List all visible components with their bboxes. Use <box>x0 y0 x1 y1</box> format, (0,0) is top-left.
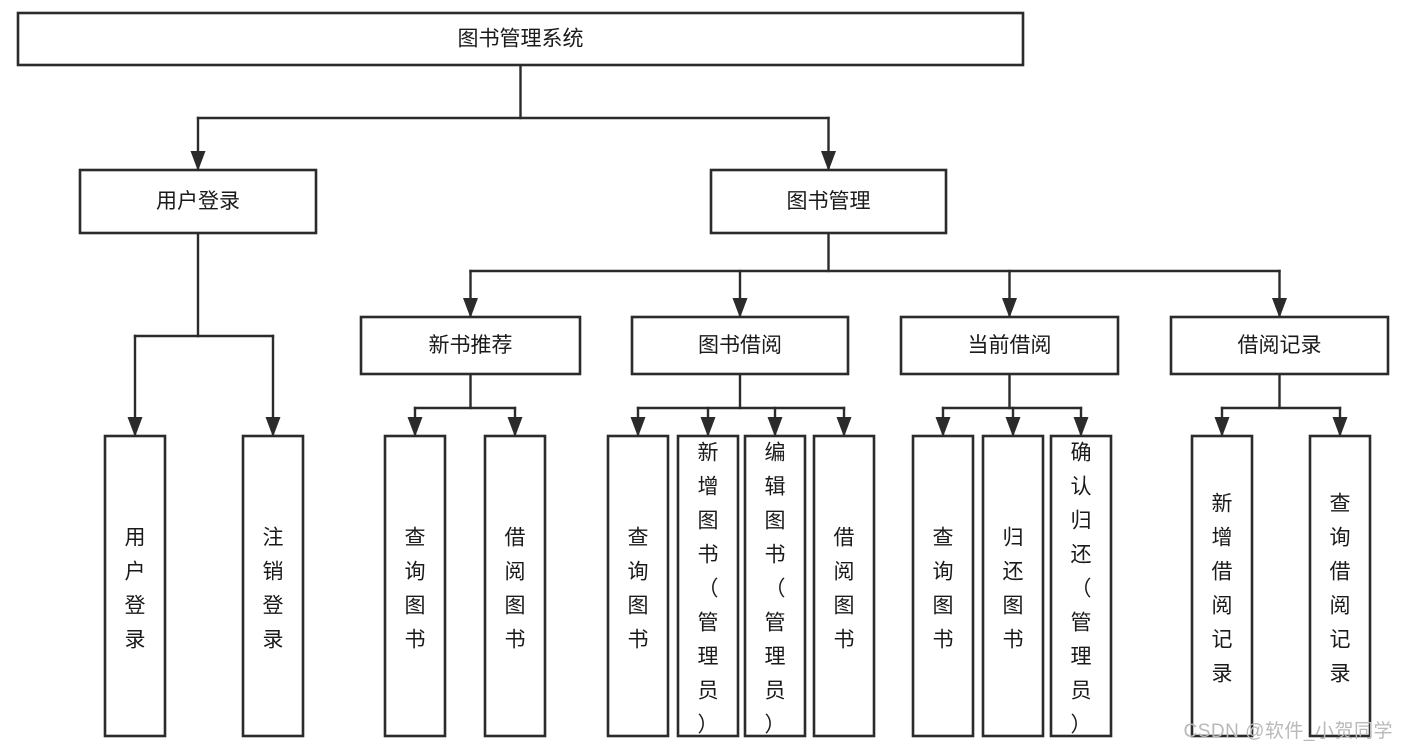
node-label: 借阅图书 <box>834 527 855 652</box>
node-box <box>103 434 167 738</box>
node-box <box>1308 434 1372 738</box>
node-box <box>483 434 547 738</box>
node-leaf-borrow-book-1[interactable]: 借阅图书 <box>483 434 547 738</box>
node-label: 查询图书 <box>933 527 954 652</box>
arrow-head-icon <box>190 151 206 171</box>
node-label: 编辑图书（管理员） <box>765 442 786 737</box>
arrow-head-icon <box>407 417 423 437</box>
node-box <box>981 434 1045 738</box>
arrow-head-icon <box>732 298 748 318</box>
node-label: 新增图书（管理员） <box>698 442 719 737</box>
node-label: 归还图书 <box>1003 527 1024 652</box>
arrow-head-icon <box>507 417 523 437</box>
arrow-head-icon <box>1005 417 1021 437</box>
arrow-head-icon <box>1272 298 1287 318</box>
arrow-head-icon <box>1214 417 1230 437</box>
node-box <box>676 434 740 738</box>
node-label: 查询图书 <box>405 527 426 652</box>
node-box <box>743 434 807 738</box>
node-box <box>630 315 850 376</box>
csdn-watermark: CSDN @软件_小贺同学 <box>1183 721 1393 742</box>
node-book-borrow[interactable]: 图书借阅 <box>630 315 850 376</box>
arrow-head-icon <box>1332 417 1348 437</box>
node-box <box>812 434 876 738</box>
arrow-head-icon <box>265 417 281 437</box>
node-leaf-query-book-3[interactable]: 查询图书 <box>911 434 975 738</box>
node-label: 查询借阅记录 <box>1330 493 1351 686</box>
node-leaf-query-book-2[interactable]: 查询图书 <box>606 434 670 738</box>
node-leaf-add-book[interactable]: 新增图书（管理员） <box>676 434 740 738</box>
node-box <box>709 168 948 235</box>
arrow-head-icon <box>836 417 852 437</box>
arrow-head-icon <box>1073 417 1089 437</box>
node-leaf-add-record[interactable]: 新增借阅记录 <box>1190 434 1254 738</box>
edges-layer <box>127 63 1348 437</box>
node-label: 当前借阅 <box>968 334 1052 357</box>
node-label: 确认归还（管理员） <box>1071 442 1092 737</box>
node-label: 用户登录 <box>125 527 146 652</box>
node-box <box>1049 434 1113 738</box>
node-root[interactable]: 图书管理系统 <box>16 11 1025 67</box>
node-box <box>16 11 1025 67</box>
arrow-head-icon <box>1002 298 1017 318</box>
node-new-book-recommend[interactable]: 新书推荐 <box>359 315 582 376</box>
node-box <box>899 315 1120 376</box>
node-box <box>241 434 305 738</box>
node-label: 图书管理 <box>787 190 871 213</box>
node-leaf-query-book-1[interactable]: 查询图书 <box>383 434 447 738</box>
node-user-login[interactable]: 用户登录 <box>78 168 318 235</box>
node-box <box>911 434 975 738</box>
node-label: 借阅图书 <box>505 527 526 652</box>
node-label: 用户登录 <box>156 190 240 213</box>
node-label: 图书管理系统 <box>458 28 584 51</box>
arrow-head-icon <box>821 151 836 171</box>
node-box <box>359 315 582 376</box>
node-leaf-edit-book[interactable]: 编辑图书（管理员） <box>743 434 807 738</box>
node-label: 图书借阅 <box>698 334 782 357</box>
node-box <box>383 434 447 738</box>
node-book-manage[interactable]: 图书管理 <box>709 168 948 235</box>
node-label: 新增借阅记录 <box>1212 493 1233 686</box>
arrow-head-icon <box>700 417 716 437</box>
node-leaf-query-record[interactable]: 查询借阅记录 <box>1308 434 1372 738</box>
node-leaf-borrow-book-2[interactable]: 借阅图书 <box>812 434 876 738</box>
node-label: 新书推荐 <box>429 334 513 357</box>
node-leaf-user-logout[interactable]: 注销登录 <box>241 434 305 738</box>
node-leaf-confirm-return[interactable]: 确认归还（管理员） <box>1049 434 1113 738</box>
nodes-layer: 图书管理系统用户登录图书管理新书推荐图书借阅当前借阅借阅记录用户登录注销登录查询… <box>16 11 1390 738</box>
node-box <box>1169 315 1390 376</box>
node-borrow-record[interactable]: 借阅记录 <box>1169 315 1390 376</box>
node-label: 注销登录 <box>263 527 284 652</box>
node-leaf-return-book[interactable]: 归还图书 <box>981 434 1045 738</box>
node-box <box>78 168 318 235</box>
arrow-head-icon <box>630 417 646 437</box>
arrow-head-icon <box>463 298 478 318</box>
node-label: 查询图书 <box>628 527 649 652</box>
node-leaf-user-login[interactable]: 用户登录 <box>103 434 167 738</box>
arrow-head-icon <box>127 417 143 437</box>
arrow-head-icon <box>935 417 951 437</box>
arrow-head-icon <box>767 417 783 437</box>
node-current-borrow[interactable]: 当前借阅 <box>899 315 1120 376</box>
node-label: 借阅记录 <box>1238 334 1322 357</box>
node-box <box>1190 434 1254 738</box>
node-box <box>606 434 670 738</box>
